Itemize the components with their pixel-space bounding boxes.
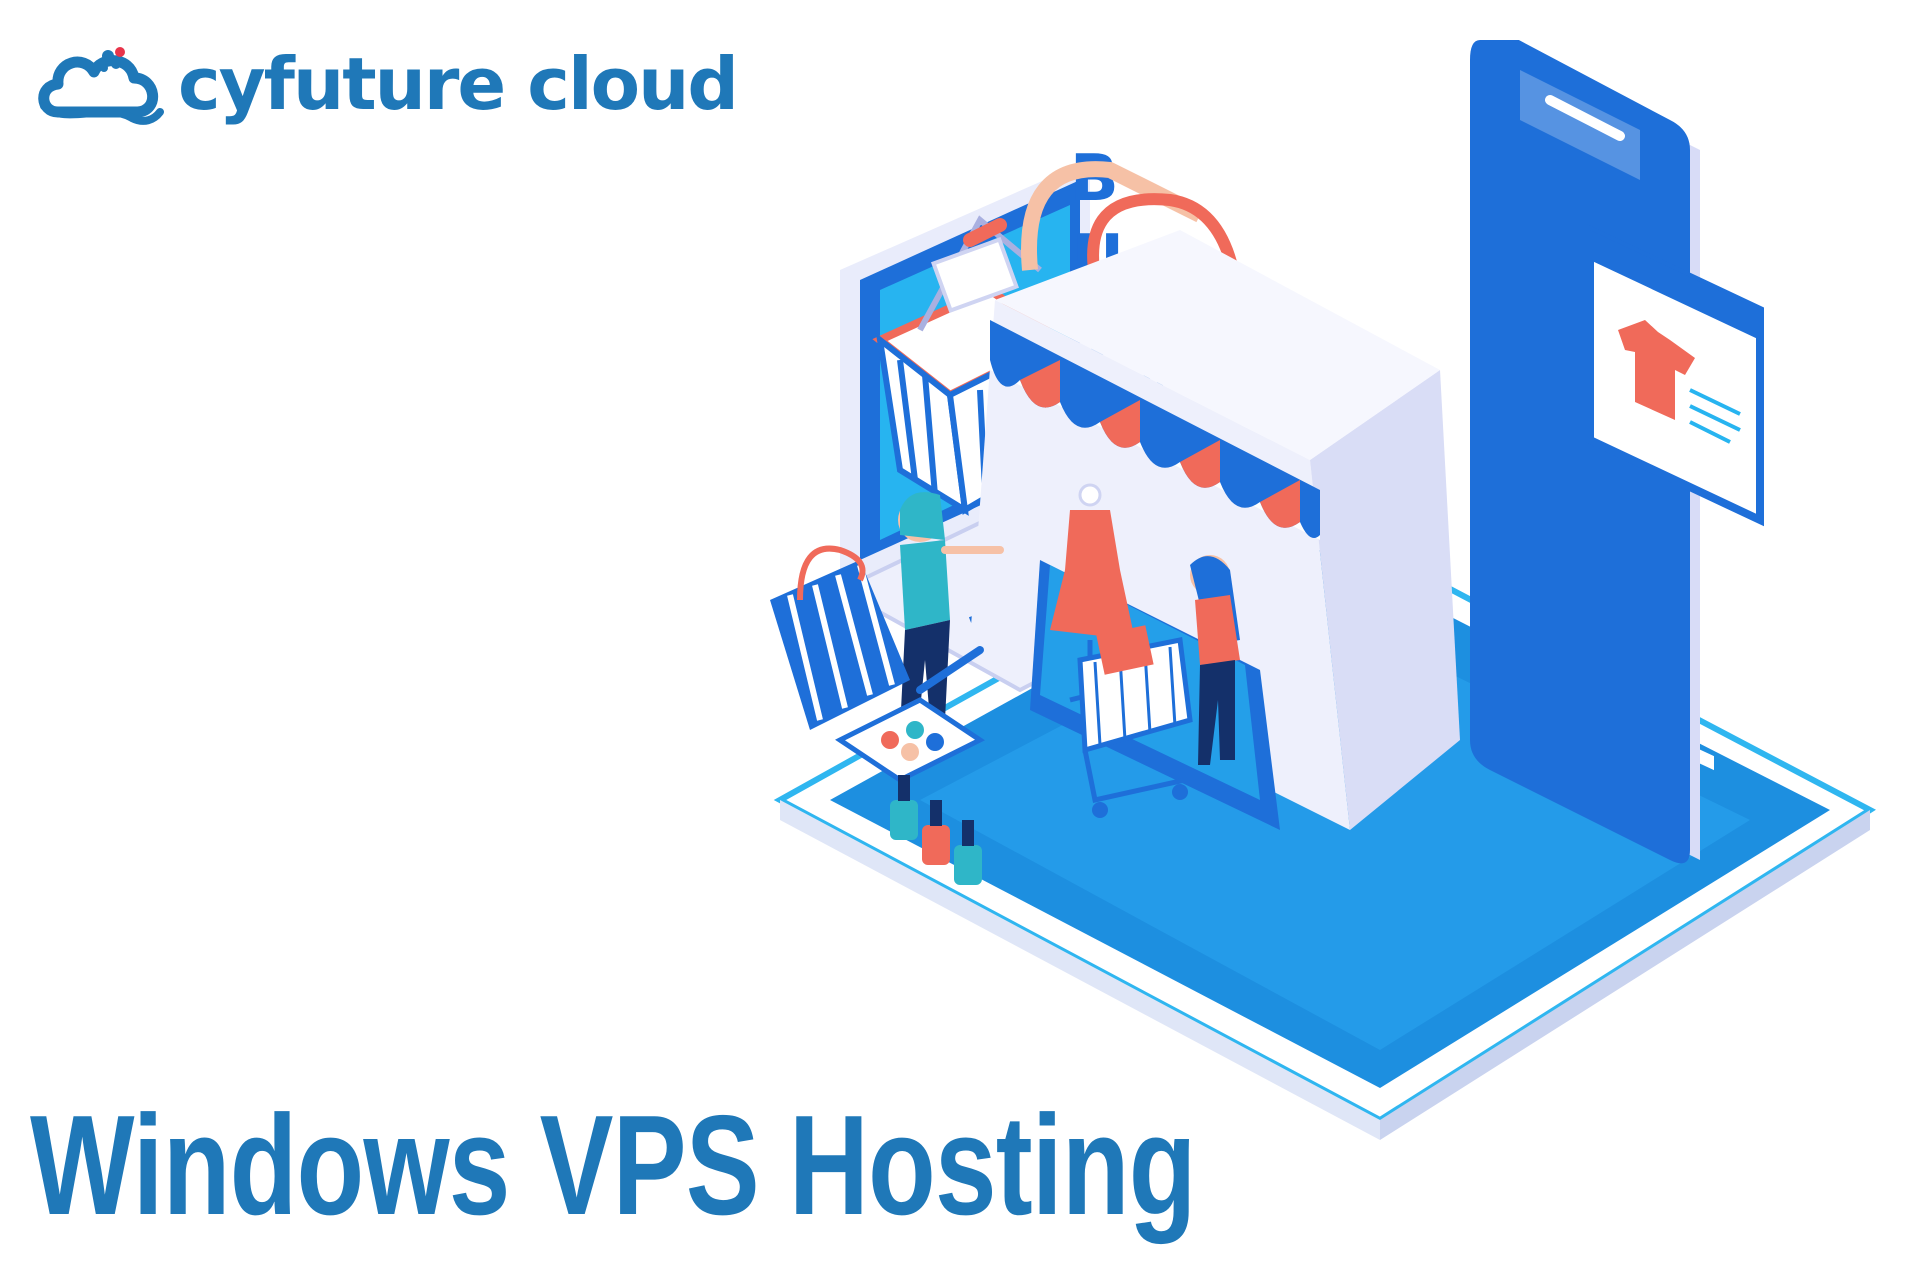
makeup-palette-icon <box>835 646 985 783</box>
cloud-logo-icon <box>38 47 164 125</box>
brand-logo[interactable]: cyfuture cloud <box>36 34 739 134</box>
nail-polish-icon <box>890 775 982 885</box>
page-title: Windows VPS Hosting <box>30 1086 1196 1245</box>
smartphone-icon <box>1470 40 1700 864</box>
small-shopping-bag-icon <box>770 545 910 730</box>
online-shopping-illustration: B U Y <box>770 40 1876 1140</box>
brand-name: cyfuture cloud <box>178 42 739 126</box>
tshirt-icon <box>1586 223 1764 771</box>
storefront-awning <box>990 320 1320 540</box>
shopping-cart-icon <box>1077 555 1240 818</box>
